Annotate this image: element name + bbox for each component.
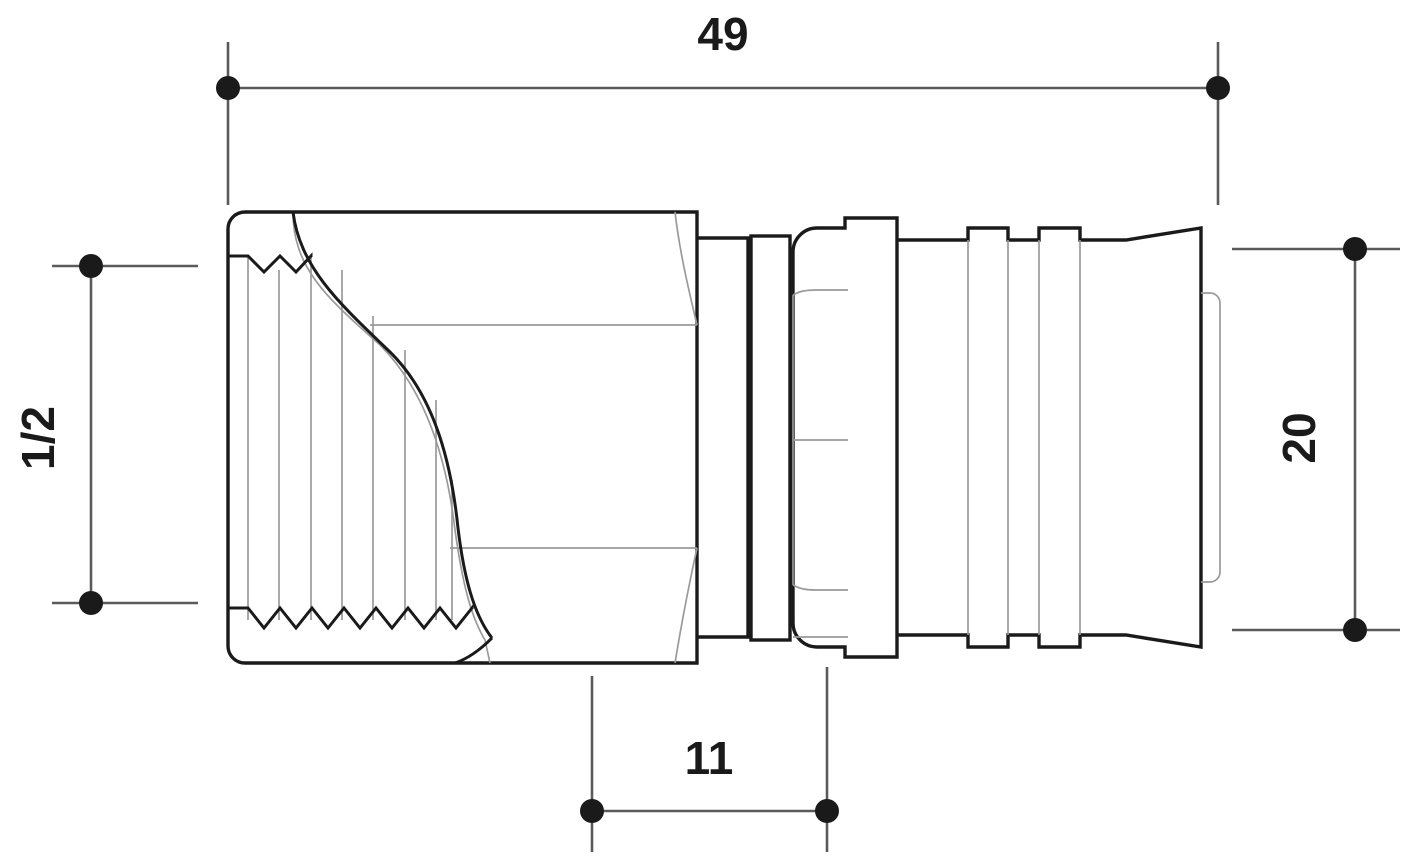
dimension-label-overall-length: 49 <box>697 8 748 60</box>
barb-stem-outline <box>897 226 1203 649</box>
part-geometry <box>226 210 1203 665</box>
dim-dot-11-left <box>580 799 604 823</box>
dim-dot-half-bottom <box>79 591 103 615</box>
dim-dot-49-right <box>1206 76 1230 100</box>
sealing-washer-outline <box>749 234 792 642</box>
shoulder-step-outline <box>697 236 750 639</box>
hex-corner-edge-upper <box>674 211 698 326</box>
dim-dot-11-right <box>815 799 839 823</box>
thread-profile <box>228 252 474 631</box>
nut-face-curve-lower <box>454 636 494 665</box>
nut-face-curve-upper <box>291 211 494 639</box>
dim-dot-20-top <box>1343 237 1367 261</box>
nut-end-face-curves <box>245 211 494 665</box>
dimension-label-barb-diameter: 20 <box>1273 412 1325 463</box>
dim-dot-49-left <box>216 76 240 100</box>
dim-dot-20-bottom <box>1343 618 1367 642</box>
barb-bore-hidden <box>1201 292 1221 583</box>
thread-zigzag-top <box>228 252 313 275</box>
sleeve-inner-edge-upper <box>792 289 848 296</box>
internal-detail-lines <box>247 211 1221 664</box>
hex-corner-edge-lower <box>674 547 698 664</box>
nut-bore-profile-upper <box>292 211 491 664</box>
dim-dot-half-top <box>79 254 103 278</box>
hex-nut-outline <box>226 210 699 665</box>
dimension-label-thread-size: 1/2 <box>12 406 64 470</box>
sleeve-inner-edge-lower <box>792 584 848 591</box>
dimension-annotations <box>52 42 1400 852</box>
dimension-endpoint-markers <box>79 76 1367 823</box>
thread-zigzag-bottom <box>228 603 474 631</box>
dimension-label-collar-length: 11 <box>685 732 734 784</box>
release-sleeve-outline <box>791 216 899 659</box>
